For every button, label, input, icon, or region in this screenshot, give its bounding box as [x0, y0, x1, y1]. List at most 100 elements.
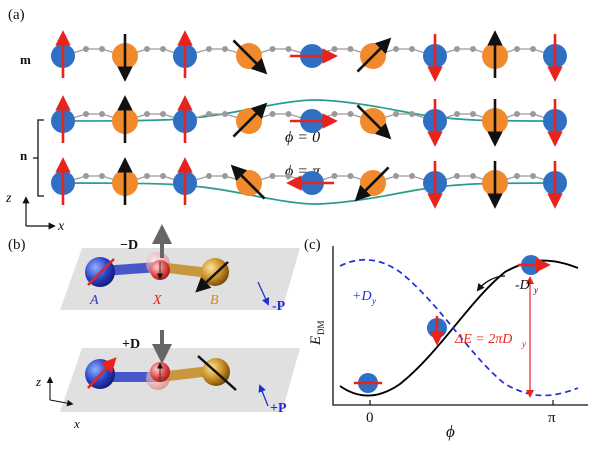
- label-a: A: [89, 293, 99, 308]
- axis-x-b: x: [73, 416, 80, 431]
- spin-arrow: [356, 37, 392, 73]
- ion-x: [514, 173, 520, 179]
- ion-x: [454, 46, 460, 52]
- ion-x: [269, 111, 276, 117]
- bond-ax-top: [100, 262, 160, 276]
- panel-c: (c) 0 π ϕ E DM +D y -D y ΔE = 2πD: [304, 237, 588, 441]
- ion-x: [347, 173, 354, 179]
- xtick-pi: π: [548, 410, 556, 426]
- ion-x: [514, 111, 520, 117]
- ion-x: [206, 111, 212, 117]
- curve-minus-dy: [339, 259, 579, 397]
- ion-x: [530, 46, 536, 52]
- ion-x: [470, 46, 476, 52]
- n-bracket: [33, 119, 44, 197]
- minus-dy-sub: y: [533, 285, 538, 295]
- ion-x: [160, 111, 166, 117]
- ion-x: [393, 46, 399, 52]
- ion-x: [160, 46, 166, 52]
- panel-b: (b) −D A X B -P: [8, 224, 300, 431]
- pol-arrow-bottom: [258, 384, 269, 407]
- delta-e-label: ΔE = 2πD: [454, 332, 512, 347]
- ion-x: [269, 46, 276, 52]
- ion-x: [347, 111, 354, 117]
- spin-arrow: [356, 104, 392, 140]
- delta-e-sub: y: [521, 339, 526, 349]
- label-x: X: [152, 293, 162, 308]
- ion-x: [347, 46, 354, 52]
- axes-a: z x: [5, 191, 65, 234]
- panel-c-label: (c): [304, 237, 321, 253]
- row-n-label: n: [20, 148, 28, 163]
- svg-text:DM: DM: [316, 320, 326, 335]
- curve-plus-dy: [339, 258, 579, 397]
- ion-x: [99, 173, 105, 179]
- spin-b-bottom: [197, 355, 237, 391]
- ion-x: [285, 46, 292, 52]
- ion-x: [83, 46, 89, 52]
- row-m: [51, 30, 567, 82]
- label-b: B: [210, 293, 219, 308]
- ion-x: [530, 173, 536, 179]
- structure-bottom: +D +P: [85, 330, 287, 416]
- ion-x: [83, 173, 89, 179]
- panel-a: (a) m n z x ϕ = 0 ϕ = π: [5, 7, 567, 234]
- ion-x: [409, 173, 415, 179]
- ion-x: [470, 111, 476, 117]
- spin-a-top: [87, 258, 115, 286]
- phi0-label: ϕ = 0: [285, 129, 320, 146]
- panel-a-label: (a): [8, 7, 25, 23]
- spin-arrow: [230, 164, 266, 200]
- panel-b-label: (b): [8, 237, 26, 253]
- ion-x: [285, 173, 292, 179]
- spin-b-top: [195, 261, 229, 293]
- structure-top: −D A X B -P: [85, 224, 286, 314]
- ion-x: [269, 173, 276, 179]
- minus-dy-label: -D: [515, 278, 530, 293]
- ion-x: [331, 173, 338, 179]
- ion-x: [331, 46, 338, 52]
- ion-x: [222, 46, 228, 52]
- spin-arrow: [232, 39, 268, 75]
- delta-e-arrow-head-top: [526, 276, 534, 284]
- axis-z-a: z: [5, 191, 12, 206]
- spin-a-bottom: [87, 357, 117, 389]
- ion-x: [514, 46, 520, 52]
- plus-dy-label: +D: [352, 289, 372, 304]
- pol-label-bottom: +P: [270, 401, 287, 416]
- ion-x: [393, 173, 399, 179]
- delta-e-arrow-head-bottom: [526, 390, 534, 398]
- spin-arrow: [232, 102, 268, 138]
- ion-x: [222, 111, 228, 117]
- axes-b: z x: [35, 374, 80, 431]
- bond-xb-top: [158, 262, 210, 278]
- ion-x: [99, 46, 105, 52]
- ion-x: [206, 46, 212, 52]
- y-axis-label: E DM: [308, 320, 326, 346]
- pol-arrow-top: [257, 281, 270, 306]
- ion-x: [160, 173, 166, 179]
- ion-x: [409, 111, 415, 117]
- axis-z-b: z: [35, 374, 41, 389]
- x-axis-label: ϕ: [446, 422, 455, 441]
- plus-dy-sub: y: [371, 296, 376, 306]
- ion-x: [222, 173, 228, 179]
- plane-bottom: [60, 348, 300, 412]
- plot-axes: [332, 246, 588, 406]
- ion-x: [99, 111, 105, 117]
- pol-label-top: -P: [272, 299, 286, 314]
- ion-x: [331, 111, 338, 117]
- ion-x: [454, 173, 460, 179]
- svg-text:E: E: [308, 336, 324, 346]
- ion-x: [144, 173, 150, 179]
- bond-ax-bottom: [100, 372, 160, 382]
- ion-x: [470, 173, 476, 179]
- ion-x: [83, 111, 89, 117]
- ion-x: [144, 111, 150, 117]
- ion-x: [454, 111, 460, 117]
- dm-label-top: −D: [120, 238, 138, 253]
- axis-x-a: x: [57, 219, 65, 234]
- plane-top: [60, 248, 300, 310]
- row-n-phipi: [51, 157, 567, 209]
